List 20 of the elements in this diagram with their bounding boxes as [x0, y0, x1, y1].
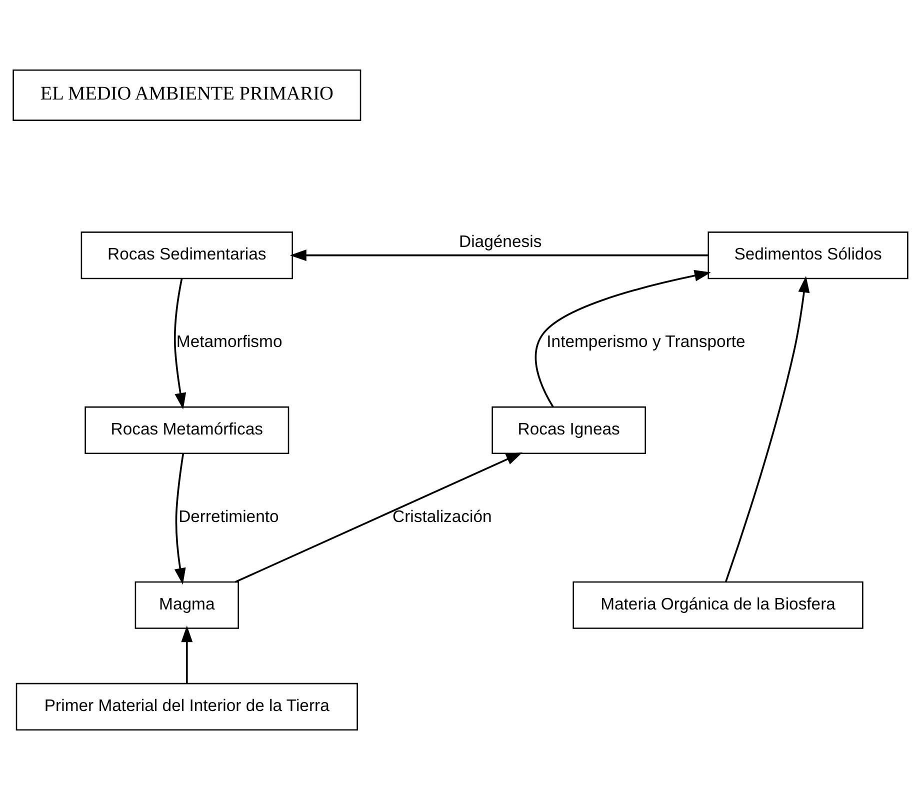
node-box: Rocas Sedimentarias	[80, 231, 293, 279]
arrow	[174, 278, 186, 409]
arrow	[235, 452, 523, 582]
node-box: EL MEDIO AMBIENTE PRIMARIO	[12, 69, 362, 120]
edge-label: Derretimiento	[178, 506, 279, 526]
edge-label: Cristalización	[392, 506, 492, 526]
arrow	[724, 276, 810, 582]
node-box: Magma	[134, 580, 239, 628]
edge-label: Metamorfismo	[176, 332, 282, 351]
node-box: Sedimentos Sólidos	[708, 231, 908, 279]
node-box: Rocas Igneas	[492, 406, 646, 454]
node-box: Materia Orgánica de la Biosfera	[572, 580, 864, 628]
arrow	[534, 270, 711, 407]
arrow	[290, 249, 708, 261]
arrow	[181, 625, 193, 683]
node-box: Primer Material del Interior de la Tierra	[16, 682, 358, 730]
edge-label: Intemperismo y Transporte	[546, 332, 746, 351]
arrow	[174, 452, 186, 584]
edge-label: Diagénesis	[459, 231, 542, 250]
node-box: Rocas Metamórficas	[84, 406, 290, 454]
